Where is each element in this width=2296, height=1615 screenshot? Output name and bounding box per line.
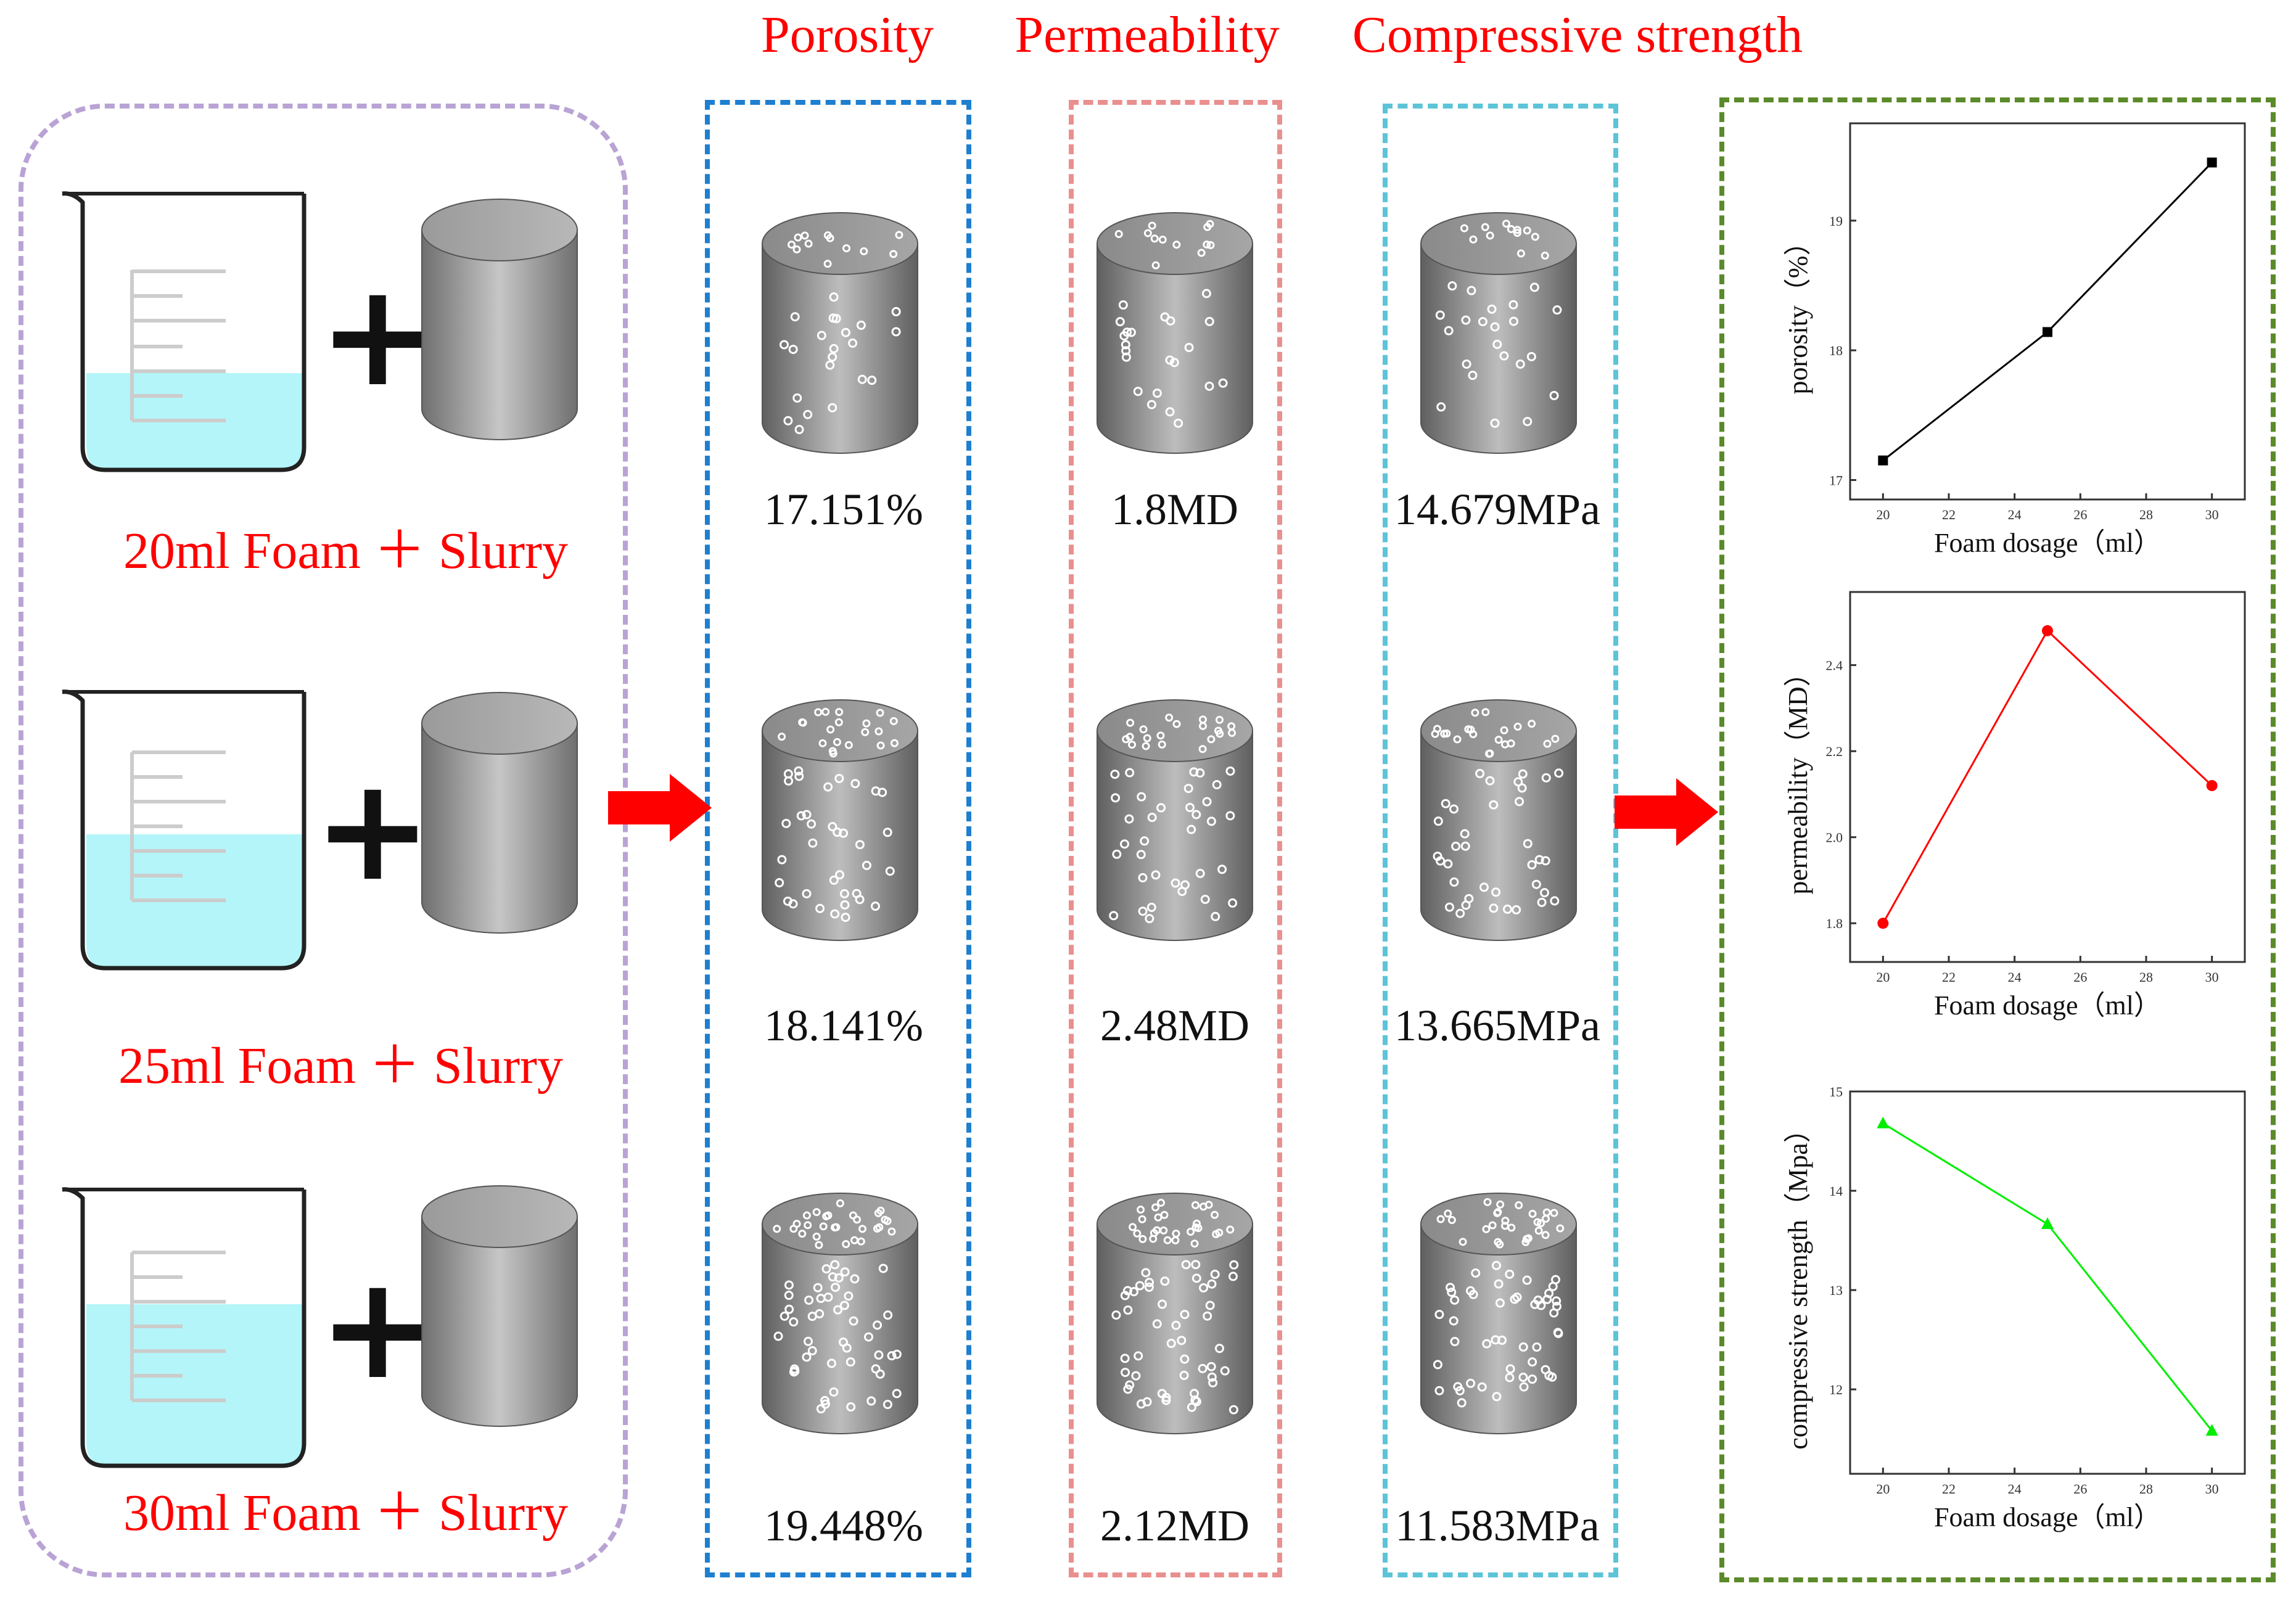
x-tick-label: 22 [1942, 969, 1956, 985]
y-tick-label: 14 [1829, 1183, 1843, 1199]
x-tick-label: 26 [2073, 969, 2087, 985]
permeability-value: 2.12MD [1100, 1501, 1250, 1550]
beaker-icon [62, 1187, 307, 1468]
porosity-value: 19.448% [764, 1501, 923, 1550]
y-tick-label: 1.8 [1826, 916, 1843, 931]
x-tick-label: 20 [1876, 1481, 1890, 1497]
x-tick-label: 24 [2008, 969, 2022, 985]
plot-frame [1849, 122, 2246, 501]
charts-panel [1719, 97, 2276, 1582]
x-tick-label: 26 [2073, 507, 2087, 522]
beaker-icon [62, 689, 307, 971]
data-point [1877, 1116, 1890, 1128]
y-tick-label: 12 [1829, 1382, 1843, 1397]
porous-sample-icon [762, 1193, 918, 1434]
mixture-label: 30ml Foam ＋ Slurry [123, 1484, 569, 1542]
compressive-panel [1383, 104, 1618, 1577]
x-tick-label: 30 [2205, 507, 2219, 522]
x-tick-label: 28 [2139, 1481, 2153, 1497]
x-tick-label: 28 [2139, 507, 2153, 522]
compressive-strength-header: Compressive strength [1352, 6, 1803, 64]
data-point [1877, 918, 1889, 929]
x-tick-label: 22 [1942, 1481, 1956, 1497]
porous-sample-icon [1420, 212, 1577, 454]
compressive-value: 13.665MPa [1394, 1001, 1601, 1050]
data-point [2043, 327, 2052, 337]
porous-sample-icon [1420, 699, 1577, 941]
y-tick-label: 2.2 [1826, 744, 1843, 759]
porosity-header: Porosity [760, 6, 934, 64]
porous-sample-icon [762, 212, 918, 454]
permeability-value: 2.48MD [1100, 1001, 1250, 1050]
cylinder-icon [421, 1185, 578, 1427]
plot-frame [1849, 591, 2246, 963]
permeability-value: 1.8MD [1111, 485, 1239, 534]
mixture-panel [19, 104, 628, 1577]
porosity-value: 17.151% [764, 485, 923, 534]
plus-icon: + [318, 1246, 437, 1411]
x-tick-label: 30 [2205, 1481, 2219, 1497]
data-point [2042, 625, 2053, 636]
y-tick-label: 18 [1829, 343, 1843, 358]
y-tick-label: 2.4 [1826, 658, 1843, 673]
y-tick-label: 17 [1829, 472, 1843, 488]
x-tick-label: 20 [1876, 507, 1890, 522]
beaker-icon [62, 191, 307, 472]
x-tick-label: 30 [2205, 969, 2219, 985]
compressive-value: 14.679MPa [1394, 485, 1601, 534]
porous-sample-icon [1097, 212, 1253, 454]
permeability-panel [1069, 100, 1282, 1577]
porous-sample-icon [762, 699, 918, 941]
data-point [2205, 1424, 2218, 1436]
porosity-value: 18.141% [764, 1001, 923, 1050]
plot-frame [1849, 1090, 2246, 1475]
permeability-header: Permeability [1014, 6, 1280, 64]
plus-icon: + [318, 253, 437, 418]
x-tick-label: 20 [1876, 969, 1890, 985]
x-tick-label: 24 [2008, 507, 2022, 522]
right-arrow-icon [1615, 778, 1718, 846]
mixture-label: 25ml Foam ＋ Slurry [118, 1037, 564, 1095]
compressive-value: 11.583MPa [1395, 1501, 1600, 1550]
data-point [2207, 157, 2217, 168]
cylinder-icon [421, 199, 578, 440]
x-axis-label: Foam dosage（ml） [1934, 990, 2161, 1021]
data-point [1878, 455, 1888, 466]
data-point [2206, 779, 2218, 791]
y-axis-label: permeability（MD） [1783, 659, 1813, 894]
y-tick-label: 19 [1829, 213, 1843, 229]
x-tick-label: 24 [2008, 1481, 2022, 1497]
x-tick-label: 28 [2139, 969, 2153, 985]
x-tick-label: 22 [1942, 507, 1956, 522]
porosity-panel [705, 100, 971, 1577]
x-axis-label: Foam dosage（ml） [1934, 528, 2161, 558]
y-tick-label: 13 [1829, 1283, 1843, 1298]
x-tick-label: 26 [2073, 1481, 2087, 1497]
porous-sample-icon [1420, 1193, 1577, 1434]
y-axis-label: compressive strength（Mpa） [1783, 1116, 1813, 1449]
data-point [2041, 1217, 2054, 1229]
y-axis-label: porosity（%） [1783, 229, 1813, 395]
porous-sample-icon [1097, 1193, 1253, 1434]
porous-sample-icon [1097, 699, 1253, 941]
right-arrow-icon [608, 774, 712, 842]
x-axis-label: Foam dosage（ml） [1934, 1502, 2161, 1532]
cylinder-icon [421, 692, 578, 934]
plus-icon: + [313, 748, 432, 913]
y-tick-label: 2.0 [1826, 830, 1843, 845]
mixture-label: 20ml Foam ＋ Slurry [123, 522, 569, 580]
y-tick-label: 15 [1829, 1084, 1843, 1099]
